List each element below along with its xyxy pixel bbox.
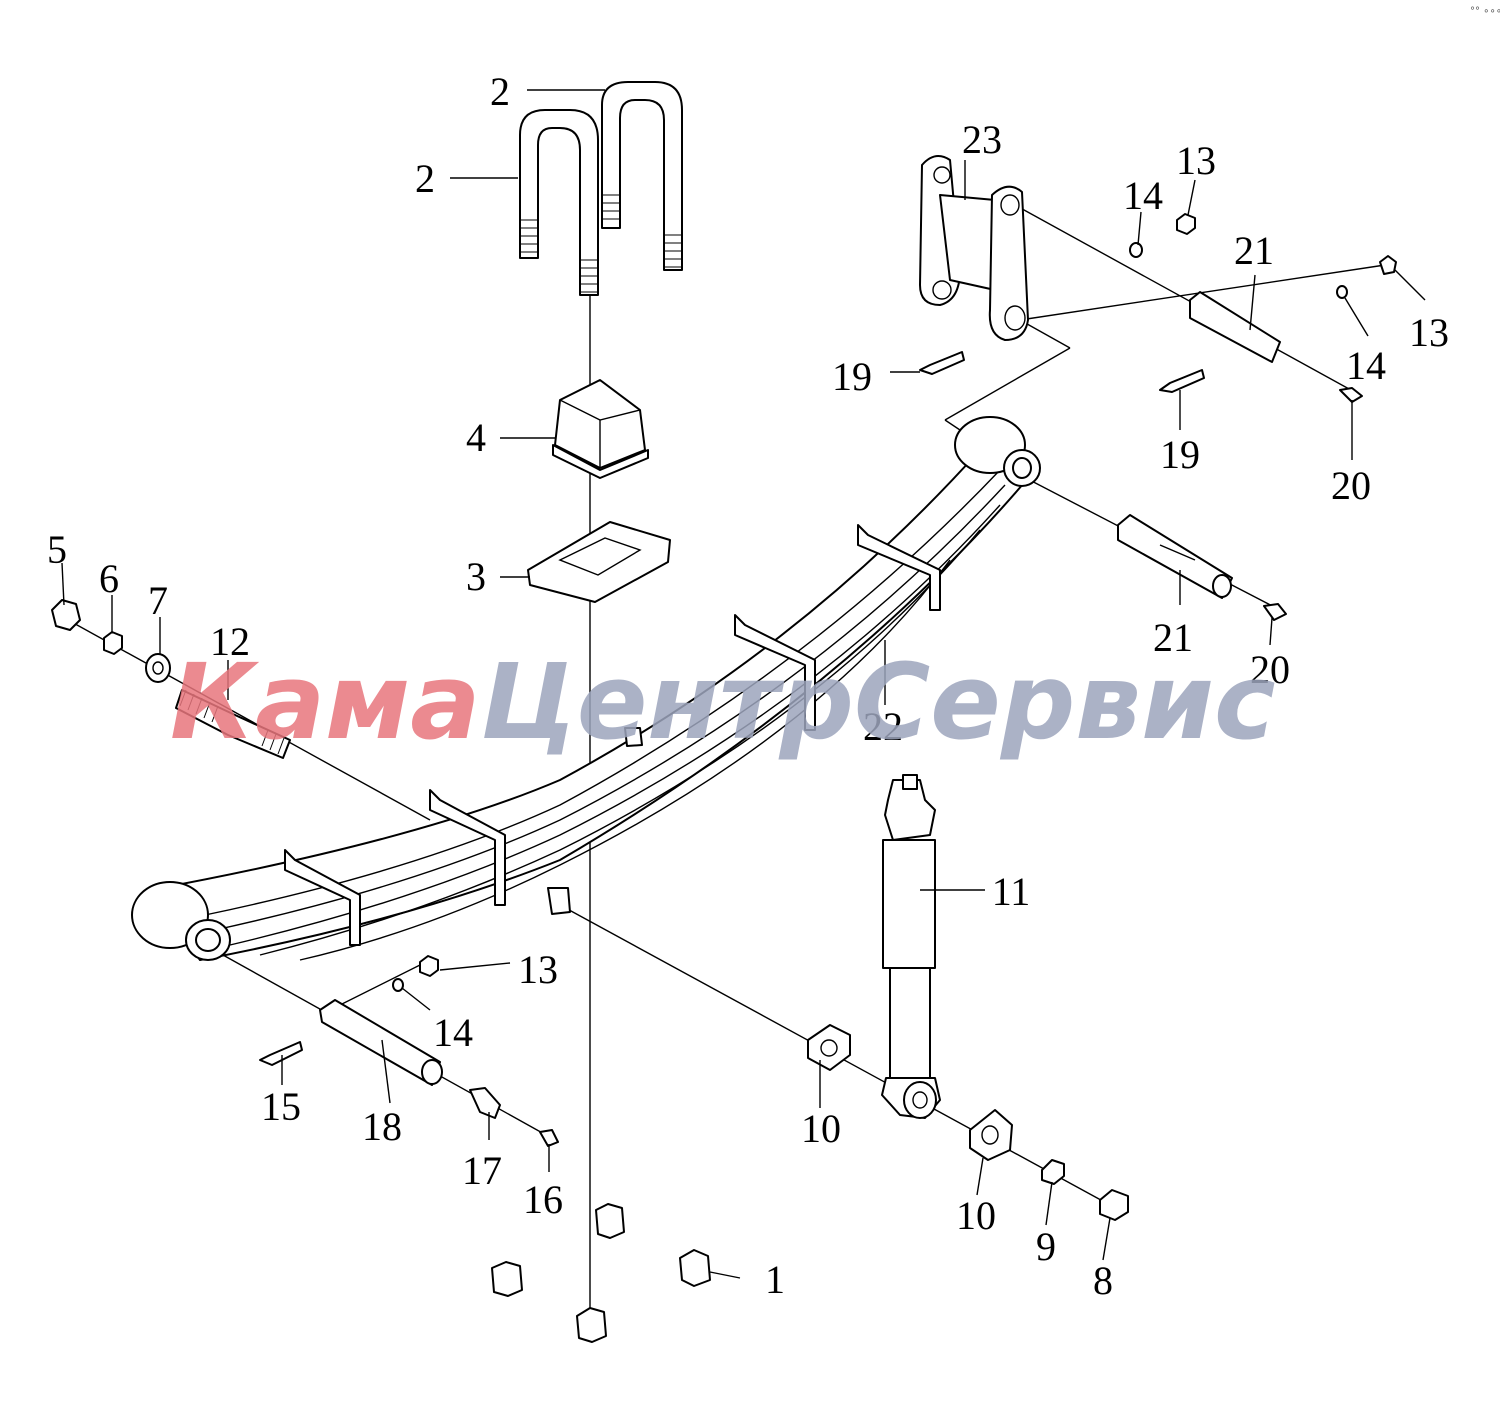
label-1: 1 xyxy=(765,1257,785,1302)
label-22: 22 xyxy=(863,704,903,749)
label-14-bottom: 14 xyxy=(433,1010,473,1055)
label-2: 2 xyxy=(415,156,435,201)
shackle-assembly xyxy=(919,155,1397,403)
spring-plate xyxy=(527,521,671,603)
shock-absorber xyxy=(881,774,941,1119)
label-11: 11 xyxy=(992,869,1031,914)
label-5: 5 xyxy=(47,527,67,572)
label-19-left: 19 xyxy=(832,354,872,399)
label-13-right: 13 xyxy=(1409,310,1449,355)
label-17: 17 xyxy=(462,1148,502,1193)
watermark-part-2: Центр xyxy=(480,641,854,763)
label-21-bottom: 21 xyxy=(1153,615,1193,660)
spring-pad xyxy=(552,379,649,479)
watermark-logo: КамаЦентрСервис xyxy=(170,641,1276,763)
corner-mark: °° ∘∘∘ xyxy=(1470,6,1500,17)
label-15: 15 xyxy=(261,1084,301,1129)
label-9: 9 xyxy=(1036,1224,1056,1269)
left-pin-parts xyxy=(51,599,291,759)
label-12: 12 xyxy=(210,619,250,664)
shock-mount-parts xyxy=(807,1024,1129,1221)
label-10-right: 10 xyxy=(956,1193,996,1238)
rear-pin-parts xyxy=(1117,514,1287,621)
callout-labels: 2 2 4 3 5 6 7 12 13 14 15 18 17 16 1 10 … xyxy=(47,69,1449,1303)
label-18: 18 xyxy=(362,1104,402,1149)
leader-lines xyxy=(61,89,1426,1279)
label-3: 3 xyxy=(466,554,486,599)
label-14-top: 14 xyxy=(1123,173,1163,218)
label-4: 4 xyxy=(466,415,486,460)
label-8: 8 xyxy=(1093,1258,1113,1303)
label-20-bottom: 20 xyxy=(1250,647,1290,692)
label-23: 23 xyxy=(962,117,1002,162)
u-bolts xyxy=(519,81,683,296)
label-10-left: 10 xyxy=(801,1106,841,1151)
label-14-right: 14 xyxy=(1346,343,1386,388)
u-bolt-nuts xyxy=(491,1203,711,1343)
label-20-top: 20 xyxy=(1331,463,1371,508)
label-21-top: 21 xyxy=(1234,228,1274,273)
label-16: 16 xyxy=(523,1177,563,1222)
label-2-top: 2 xyxy=(490,69,510,114)
leaf-spring xyxy=(131,416,1041,961)
label-6: 6 xyxy=(99,556,119,601)
label-13-bottom: 13 xyxy=(518,947,558,992)
label-19-right: 19 xyxy=(1160,432,1200,477)
watermark-part-3: Сервис xyxy=(854,641,1276,763)
label-13-top: 13 xyxy=(1176,138,1216,183)
watermark-part-1: Кама xyxy=(170,641,480,763)
front-pin-parts xyxy=(259,955,559,1147)
svg-text:КамаЦентрСервис: КамаЦентрСервис xyxy=(170,641,1276,763)
label-7: 7 xyxy=(148,578,168,623)
